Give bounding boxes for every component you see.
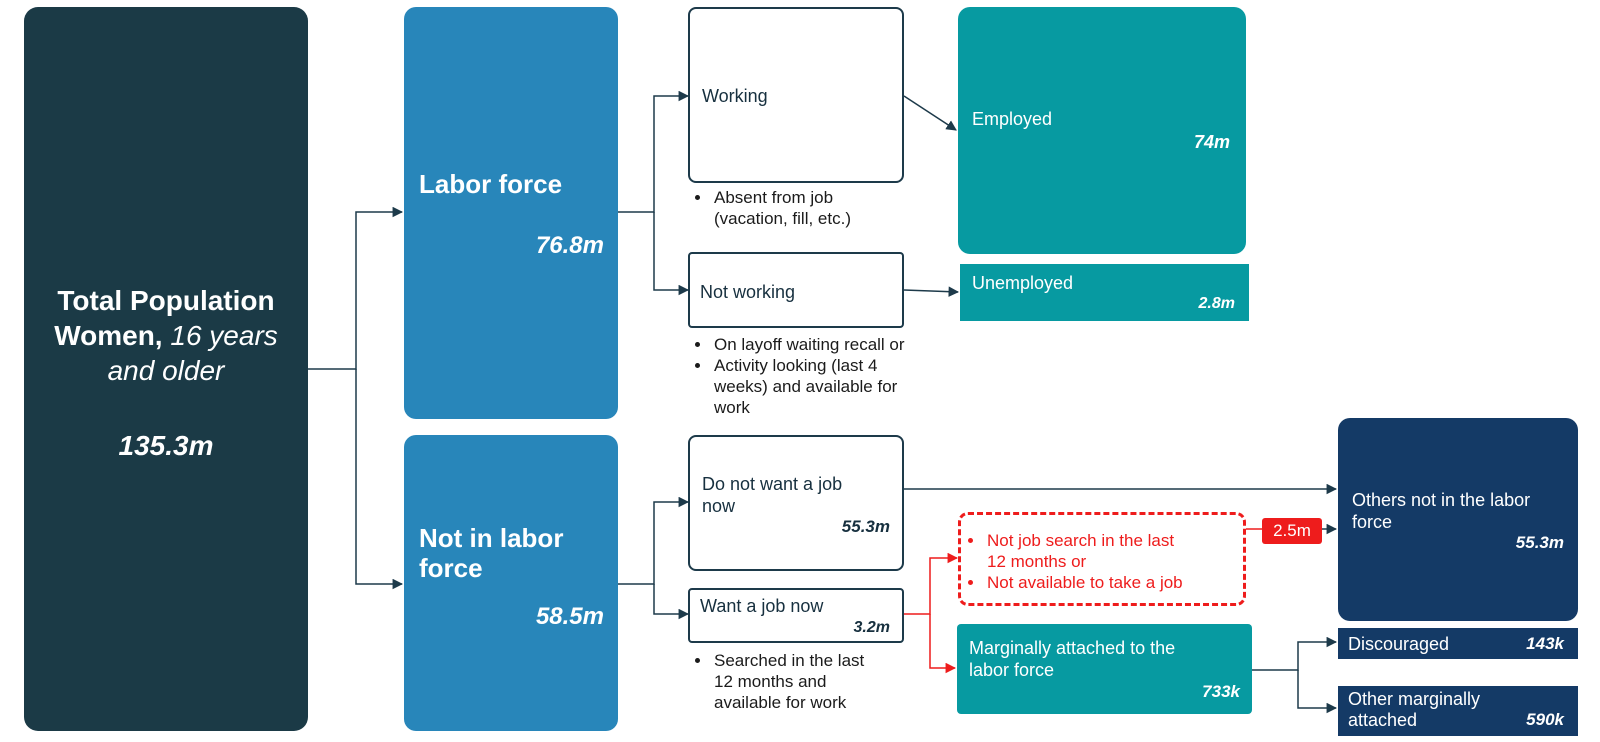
not-working-note-2: Activity looking (last 4 (712, 355, 905, 376)
discouraged-box: Discouraged 143k (1338, 628, 1578, 659)
no-job-value: 55.3m (841, 517, 890, 536)
working-note-cont: (vacation, fill, etc.) (714, 209, 851, 228)
others-label-line1: Others not in the labor (1352, 490, 1531, 510)
want-job-value: 3.2m (853, 619, 890, 636)
discouraged-label: Discouraged (1348, 634, 1450, 654)
total-population-box: Total Population Women, 16 years and old… (24, 7, 308, 731)
red-criteria-item-2: Not available to take a job (985, 572, 1183, 593)
not-in-lf-label-line1: Not in labor (419, 523, 564, 553)
unemployed-label: Unemployed (972, 273, 1074, 293)
labor-force-value: 76.8m (535, 232, 604, 259)
other-marginal-value: 590k (1526, 710, 1564, 729)
red-criteria-item-1-cont: 12 months or (987, 552, 1087, 571)
not-working-note-1: On layoff waiting recall or (712, 334, 905, 355)
no-job-now-box: Do not want a job now 55.3m (688, 435, 904, 571)
employed-box: Employed 74m (958, 7, 1246, 254)
connector-working-employed (903, 95, 957, 131)
not-working-notes: On layoff waiting recall or Activity loo… (688, 334, 905, 418)
labor-force-box: Labor force 76.8m (404, 7, 618, 419)
other-marginal-label-line2: attached (1348, 710, 1418, 730)
red-criteria-item-1: Not job search in the last (985, 530, 1183, 551)
not-working-note-2-cont: weeks) and available for (714, 377, 898, 396)
marginally-attached-box: Marginally attached to the labor force 7… (957, 624, 1252, 714)
want-job-now-box: Want a job now 3.2m (688, 588, 904, 643)
no-job-label-line2: now (702, 496, 736, 516)
not-working-note-2-cont: work (714, 398, 750, 417)
not-working-box: Not working (688, 252, 904, 328)
working-box: Working (688, 7, 904, 183)
red-criteria-box: Not job search in the last 12 months or … (958, 512, 1246, 606)
no-job-label-line1: Do not want a job (702, 474, 843, 494)
discouraged-value: 143k (1526, 634, 1564, 653)
other-marginal-label-line1: Other marginally (1348, 689, 1481, 709)
others-value: 55.3m (1515, 533, 1564, 552)
red-criteria-list: Not job search in the last 12 months or … (961, 530, 1183, 593)
total-value: 135.3m (118, 430, 214, 461)
flow-badge-label: 2.5m (1273, 521, 1311, 540)
employed-value: 74m (1193, 132, 1230, 152)
working-notes: Absent from job (vacation, fill, etc.) (688, 187, 851, 229)
marginal-label-line2: labor force (969, 660, 1055, 680)
want-job-note: Searched in the last (712, 650, 864, 671)
total-title-line1: Total Population (57, 285, 275, 316)
connector-labor-force (618, 90, 690, 213)
working-label: Working (702, 86, 768, 106)
connector-marginal (1252, 636, 1338, 671)
want-job-label: Want a job now (700, 596, 824, 616)
unemployed-value: 2.8m (1198, 295, 1235, 312)
flow-badge: 2.5m (1262, 518, 1322, 544)
want-job-note-cont: 12 months and (714, 672, 827, 691)
other-marginally-box: Other marginally attached 590k (1338, 686, 1578, 736)
working-note: Absent from job (712, 187, 851, 208)
others-label-line2: force (1352, 512, 1393, 532)
not-in-labor-force-box: Not in labor force 58.5m (404, 435, 618, 731)
total-title-women: Women, (54, 320, 163, 351)
connector-want-job (904, 552, 959, 615)
others-not-in-lf-box: Others not in the labor force 55.3m (1338, 418, 1578, 621)
not-working-label: Not working (700, 282, 796, 302)
marginal-label-line1: Marginally attached to the (969, 638, 1176, 658)
unemployed-box: Unemployed 2.8m (960, 264, 1249, 321)
want-job-note-cont: available for work (714, 693, 847, 712)
labor-force-label: Labor force (419, 169, 563, 199)
total-title-line3: and older (107, 355, 225, 386)
want-job-notes: Searched in the last 12 months and avail… (688, 650, 864, 713)
connector-total (308, 206, 404, 370)
marginal-value: 733k (1202, 682, 1240, 701)
connector-not-in-lf (618, 496, 690, 585)
employed-label: Employed (972, 109, 1053, 129)
connector-not-working-unemployed (903, 286, 960, 297)
not-in-lf-label-line2: force (419, 553, 483, 583)
total-title-age: 16 years (170, 320, 278, 351)
not-in-lf-value: 58.5m (535, 603, 604, 630)
